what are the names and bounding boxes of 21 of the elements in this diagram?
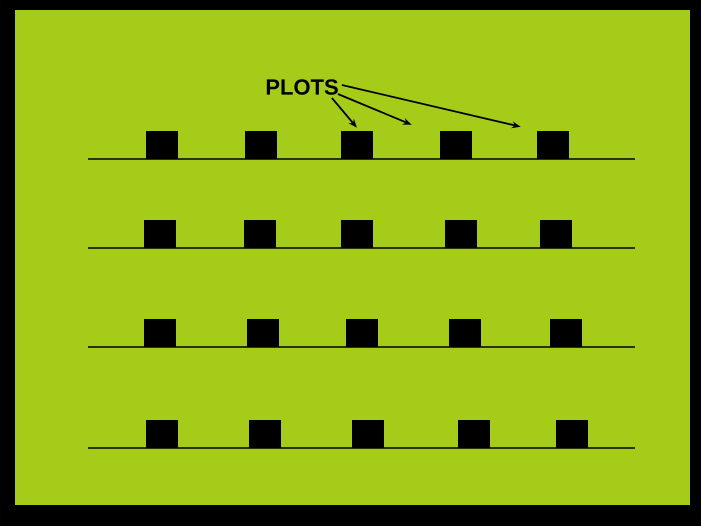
plot-block xyxy=(249,420,281,448)
plot-block xyxy=(144,220,176,248)
plot-block xyxy=(146,131,178,159)
plot-block xyxy=(247,319,279,347)
plot-block xyxy=(556,420,588,448)
plot-block xyxy=(341,220,373,248)
plot-block xyxy=(341,131,373,159)
plot-block xyxy=(550,319,582,347)
plot-block xyxy=(540,220,572,248)
plot-block xyxy=(537,131,569,159)
plot-block xyxy=(244,220,276,248)
plot-block xyxy=(245,131,277,159)
plot-block xyxy=(445,220,477,248)
label: PLOTS xyxy=(266,79,338,95)
plot-block xyxy=(458,420,490,448)
plot-block xyxy=(449,319,481,347)
plot-block xyxy=(346,319,378,347)
plot-block xyxy=(352,420,384,448)
plot-block xyxy=(144,319,176,347)
plot-block xyxy=(440,131,472,159)
plot-block xyxy=(146,420,178,448)
